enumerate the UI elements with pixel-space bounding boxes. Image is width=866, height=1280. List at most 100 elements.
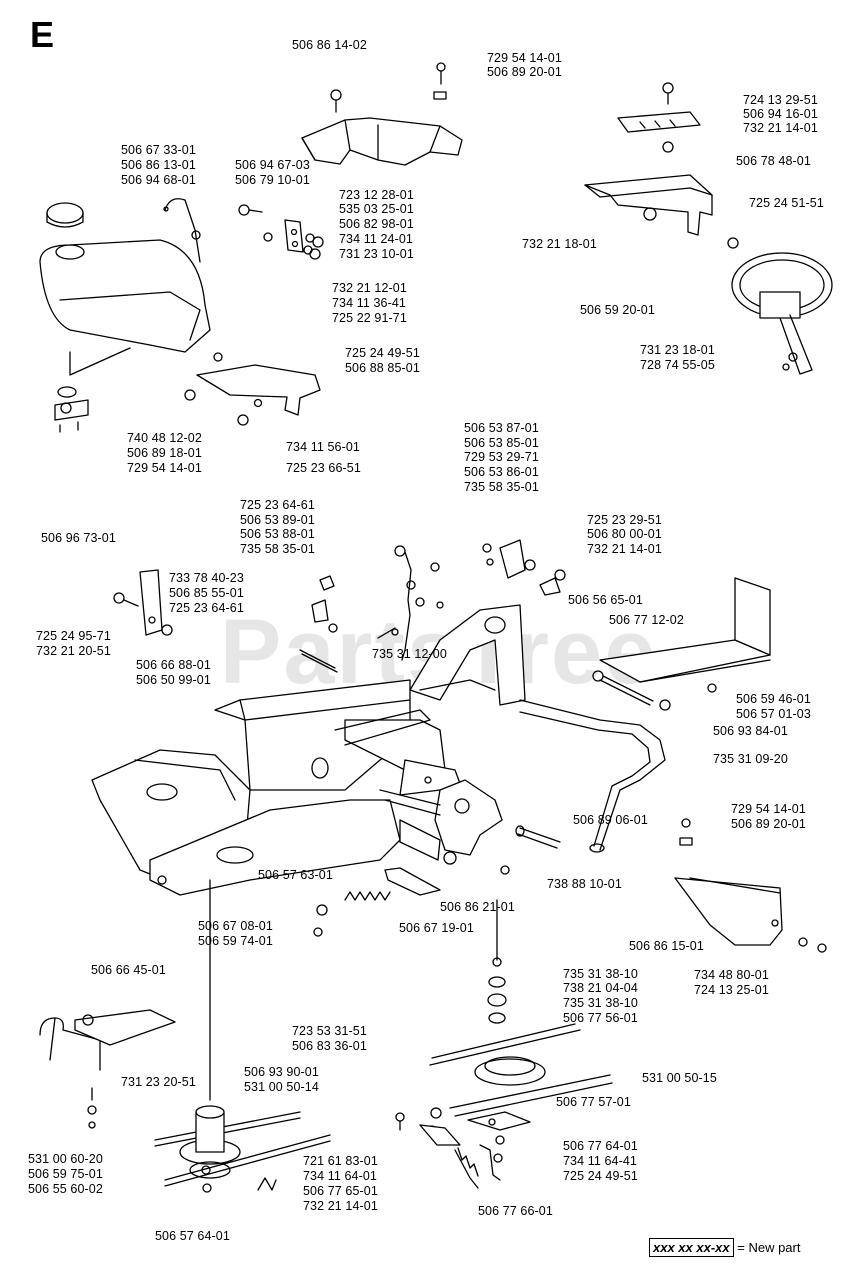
part-label: 506 59 20-01 [580, 303, 655, 317]
part-label: 506 59 75-01 [28, 1167, 103, 1181]
part-label: 506 67 08-01 [198, 919, 273, 933]
part-label: 506 77 65-01 [303, 1184, 378, 1198]
pivot-rod-part [299, 649, 338, 673]
part-label: 506 94 67-03 [235, 158, 310, 172]
part-label: 506 82 98-01 [339, 217, 414, 231]
part-label: 738 88 10-01 [547, 877, 622, 891]
part-label: 506 86 14-02 [292, 38, 367, 52]
part-label: 725 23 66-51 [286, 461, 361, 475]
part-label: 506 57 01-03 [736, 707, 811, 721]
part-label: 725 24 95-71 [36, 629, 111, 643]
new-part-legend: xxx xx xx-xx = New part [649, 1238, 801, 1257]
part-label: 506 50 99-01 [136, 673, 211, 687]
part-label: 735 31 38-10 [563, 996, 638, 1010]
pivot-pin-part [443, 825, 561, 875]
side-cover-part [674, 818, 827, 953]
part-label: 506 93 90-01 [244, 1065, 319, 1079]
idler-links-part [395, 1107, 479, 1189]
part-label: 735 31 12-00 [372, 647, 447, 661]
part-label: 506 85 55-01 [169, 586, 244, 600]
part-label: 725 22 91-71 [332, 311, 407, 325]
part-label: 732 21 14-01 [743, 121, 818, 135]
part-label: 531 00 50-14 [244, 1080, 319, 1094]
part-label: 531 00 60-20 [28, 1152, 103, 1166]
part-label: 725 23 64-61 [240, 498, 315, 512]
legend-text: = New part [737, 1240, 801, 1255]
mount-bracket-part [238, 204, 324, 260]
part-label: 506 67 19-01 [399, 921, 474, 935]
part-label: 723 12 28-01 [339, 188, 414, 202]
part-label: 729 54 14-01 [487, 51, 562, 65]
fuel-tank-part [39, 198, 211, 433]
part-label: 729 53 29-71 [464, 450, 539, 464]
part-label: 731 23 18-01 [640, 343, 715, 357]
part-label: 732 21 20-51 [36, 644, 111, 658]
part-label: 738 21 04-04 [563, 981, 638, 995]
part-label: 506 77 66-01 [478, 1204, 553, 1218]
part-label: 506 57 63-01 [258, 868, 333, 882]
part-label: 724 13 25-01 [694, 983, 769, 997]
part-label: 725 23 29-51 [587, 513, 662, 527]
part-label: 506 77 57-01 [556, 1095, 631, 1109]
part-label: 506 80 00-01 [587, 527, 662, 541]
right-pulley-part [429, 1023, 613, 1181]
part-label: 735 31 09-20 [713, 752, 788, 766]
part-label: 734 11 64-01 [303, 1169, 377, 1183]
belt-clip-part [257, 1177, 277, 1191]
steering-bracket-part [617, 82, 701, 153]
part-label: 506 57 64-01 [155, 1229, 230, 1243]
part-label: 732 21 18-01 [522, 237, 597, 251]
section-letter: E [30, 14, 55, 55]
part-label: 734 11 64-41 [563, 1154, 637, 1168]
part-label: 506 78 48-01 [736, 154, 811, 168]
part-label: 732 21 12-01 [332, 281, 407, 295]
mount-plate-part [184, 352, 321, 426]
part-label: 506 67 33-01 [121, 143, 196, 157]
part-label: 506 94 16-01 [743, 107, 818, 121]
part-label: 506 53 85-01 [464, 436, 539, 450]
main-frame-part [91, 604, 666, 896]
part-label: 506 77 64-01 [563, 1139, 638, 1153]
part-label: 735 58 35-01 [464, 480, 539, 494]
part-label: 506 53 89-01 [240, 513, 315, 527]
part-label: 734 11 24-01 [339, 232, 413, 246]
part-label: 725 24 49-51 [563, 1169, 638, 1183]
part-label: 506 53 87-01 [464, 421, 539, 435]
part-label: 725 24 49-51 [345, 346, 420, 360]
part-label: 734 48 80-01 [694, 968, 769, 982]
part-label: 506 66 88-01 [136, 658, 211, 672]
part-label: 506 89 06-01 [573, 813, 648, 827]
part-label: 506 59 74-01 [198, 934, 273, 948]
dash-cover-part [301, 62, 463, 166]
part-label: 531 00 50-15 [642, 1071, 717, 1085]
part-label: 506 89 20-01 [731, 817, 806, 831]
part-label: 506 53 88-01 [240, 527, 315, 541]
part-label: 735 31 38-10 [563, 967, 638, 981]
part-label: 506 96 73-01 [41, 531, 116, 545]
part-label: 506 77 12-02 [609, 613, 684, 627]
part-label: 729 54 14-01 [731, 802, 806, 816]
part-label: 725 24 51-51 [749, 196, 824, 210]
part-label: 729 54 14-01 [127, 461, 202, 475]
part-label: 728 74 55-05 [640, 358, 715, 372]
part-label: 506 66 45-01 [91, 963, 166, 977]
seat-support-part [592, 577, 771, 711]
part-label: 506 55 60-02 [28, 1182, 103, 1196]
brake-bracket-part [482, 539, 566, 596]
part-label: 506 94 68-01 [121, 173, 196, 187]
part-label: 721 61 83-01 [303, 1154, 378, 1168]
brake-lever-part [394, 545, 444, 661]
part-label: 506 88 85-01 [345, 361, 420, 375]
pedal-arm-part [113, 569, 173, 636]
part-label: 734 11 36-41 [332, 296, 406, 310]
part-label: 732 21 14-01 [303, 1199, 378, 1213]
pulley-stack-part [487, 899, 507, 1024]
tension-spring-part [313, 867, 441, 937]
steering-wheel-part [731, 252, 833, 375]
part-label: 732 21 14-01 [587, 542, 662, 556]
part-label: 506 86 13-01 [121, 158, 196, 172]
linkage-part [311, 575, 399, 639]
part-label: 535 03 25-01 [339, 202, 414, 216]
